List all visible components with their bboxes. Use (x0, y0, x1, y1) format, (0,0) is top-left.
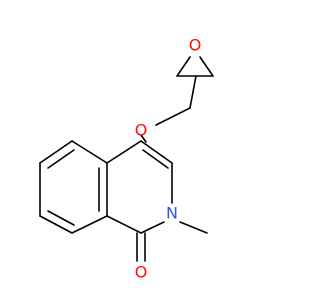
structure-canvas: O O N O (39, 35, 214, 282)
bond-epoxide-ch2 (189, 75, 197, 109)
bond-c4a-c5 (71, 140, 108, 164)
bond-c5-c6 (39, 140, 73, 164)
bond-epoxide-o-right (199, 56, 214, 77)
bond-c4-c3 (140, 140, 173, 164)
bond-n2-c1 (140, 221, 165, 234)
bond-c7-c8-double (47, 210, 75, 226)
bond-c4-c3-double (142, 149, 169, 169)
bond-ether-o-c4 (140, 134, 147, 143)
atom-o-ether: O (135, 121, 148, 140)
atom-o-epoxide: O (189, 36, 202, 55)
atom-o-carbonyl: O (135, 263, 148, 282)
bond-c4a-c4 (106, 140, 142, 164)
bond-c7-c8 (39, 215, 73, 234)
bond-c8-c8a (71, 215, 108, 234)
bond-epoxide-o-left (176, 56, 191, 77)
atom-n-ring: N (166, 204, 178, 223)
bond-ch2-ether-o (155, 107, 191, 126)
bond-c1-c8a (106, 215, 142, 234)
molecule-structure: O O N O (39, 36, 214, 282)
bond-n-methyl (179, 221, 208, 234)
bond-c5-c6-double (47, 149, 75, 169)
